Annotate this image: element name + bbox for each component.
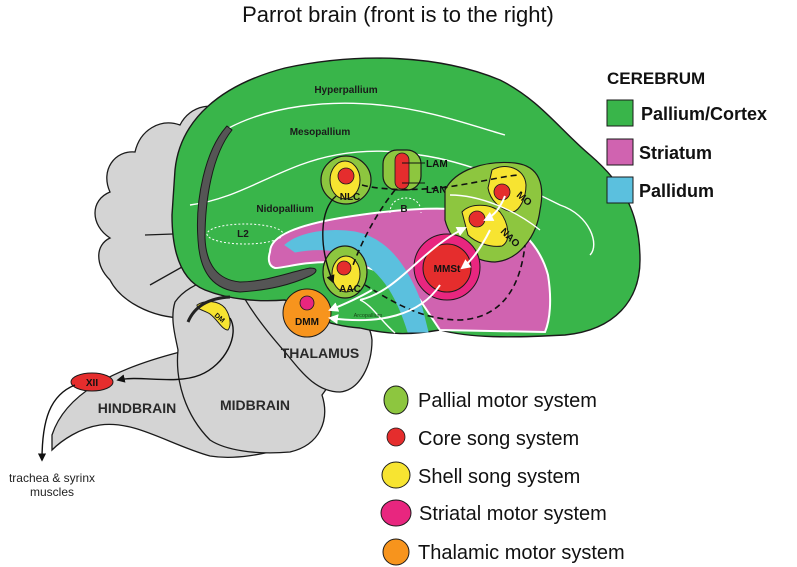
- legend-item-core-song: Core song system: [386, 427, 579, 450]
- b-field: [389, 197, 422, 214]
- legend-item-shell-song: Shell song system: [381, 461, 580, 489]
- legend-swatch-shell-song: [381, 461, 411, 489]
- l2-field: [206, 223, 284, 245]
- legend-swatch-pallidum: [606, 176, 634, 204]
- pathway-aac-nao-white: [359, 227, 467, 301]
- output-label-line1: trachea & syrinx: [9, 471, 95, 485]
- pathway-lan-aac: [351, 189, 396, 269]
- nucleus-mmst: MMSt: [413, 233, 481, 301]
- label-mesopallium: Mesopallium: [290, 127, 351, 138]
- pathway-xii-output: [37, 384, 76, 462]
- legend-item-pallial-motor: Pallial motor system: [383, 385, 597, 415]
- lamina-hyper-meso: [224, 102, 506, 136]
- legend-swatch-thalamic-motor: [382, 538, 410, 566]
- nucleus-dmm: DMM: [282, 288, 332, 338]
- pathways-white: [328, 195, 506, 325]
- legend-label-shell-song: Shell song system: [418, 466, 580, 488]
- legend-item-thalamic-motor: Thalamic motor system: [382, 538, 625, 566]
- legend-item-pallidum: Pallidum: [606, 176, 714, 204]
- nucleus-aac: AAC: [322, 245, 368, 299]
- cerebrum-legend-heading: CEREBRUM: [607, 69, 705, 88]
- laminae: [189, 102, 595, 256]
- nucleus-dm: DM: [186, 295, 231, 331]
- label-b: B: [400, 204, 407, 215]
- legend-item-pallium: Pallium/Cortex: [606, 99, 767, 127]
- legend-label-pallium: Pallium/Cortex: [641, 104, 767, 124]
- label-aac: AAC: [339, 284, 361, 295]
- pathway-nlc-aac: [322, 195, 337, 284]
- nucleus-xii: XII: [70, 372, 114, 392]
- legend-swatch-striatum: [606, 138, 634, 166]
- label-dmm: DMM: [295, 317, 319, 328]
- pathway-aac-dmm: [328, 289, 373, 312]
- label-l2: L2: [237, 229, 249, 240]
- legend-swatch-pallium: [606, 99, 634, 127]
- legend-label-pallidum: Pallidum: [639, 181, 714, 201]
- label-nidopallium: Nidopallium: [256, 204, 313, 215]
- legend-label-thalamic-motor: Thalamic motor system: [418, 542, 625, 564]
- label-nlc: NLC: [340, 192, 361, 203]
- arcopallium-boundary: [359, 299, 396, 334]
- label-hindbrain: HINDBRAIN: [98, 400, 177, 416]
- pathway-mo-nao: [483, 195, 506, 221]
- nucleus-nlc: NLC: [320, 155, 372, 205]
- legend-label-pallial-motor: Pallial motor system: [418, 390, 597, 412]
- lateral-ventricle: [197, 125, 317, 293]
- pathway-nao-mmst: [460, 229, 491, 270]
- pathway-mmst-dmm: [328, 284, 441, 325]
- cerebrum-legend: CEREBRUM Pallium/Cortex Striatum Pallidu…: [606, 69, 767, 204]
- label-lam: LAM: [426, 159, 448, 170]
- legend-item-striatum: Striatum: [606, 138, 712, 166]
- label-arcopallium: Arcopallium: [354, 313, 383, 319]
- lamina-meso-nido: [189, 150, 595, 256]
- output-label-line2: muscles: [30, 485, 74, 499]
- legend-item-striatal-motor: Striatal motor system: [380, 499, 607, 527]
- legend-label-core-song: Core song system: [418, 428, 579, 450]
- pathway-nlc-nao: [361, 174, 521, 191]
- label-xii: XII: [86, 378, 98, 389]
- legend-label-striatal-motor: Striatal motor system: [419, 503, 607, 525]
- pathway-aac-nao: [364, 244, 526, 321]
- label-thalamus: THALAMUS: [281, 345, 360, 361]
- label-mmst: MMSt: [434, 264, 461, 275]
- diagram-title: Parrot brain (front is to the right): [242, 2, 554, 27]
- label-hyperpallium: Hyperpallium: [314, 85, 377, 96]
- pathways-solid: [37, 195, 337, 462]
- legend-swatch-striatal-motor: [380, 499, 412, 527]
- label-midbrain: MIDBRAIN: [220, 397, 290, 413]
- label-lan: LAN: [426, 185, 447, 196]
- legend-swatch-pallial-motor: [383, 385, 409, 415]
- legend-label-striatum: Striatum: [639, 143, 712, 163]
- legend-swatch-core-song: [386, 427, 406, 447]
- pathway-dm-xii: [116, 317, 234, 383]
- system-legend: Pallial motor system Core song system Sh…: [380, 385, 625, 566]
- pathways-dashed: [351, 174, 526, 321]
